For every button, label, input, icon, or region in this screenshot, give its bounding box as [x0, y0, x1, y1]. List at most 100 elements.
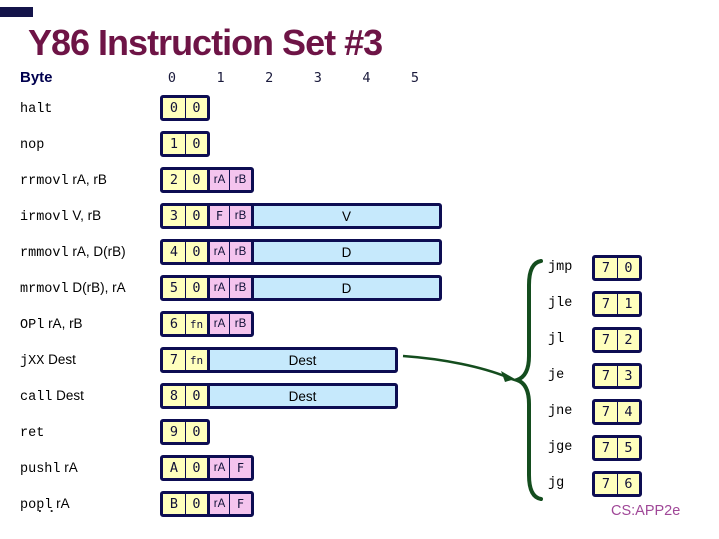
encoding-cell-regf: F — [229, 494, 251, 514]
arrowhead-icon — [501, 371, 515, 382]
encoding-cell-op: 0 — [185, 278, 207, 298]
encoding-cell-imm: Dest — [207, 386, 395, 406]
encoding-cell-op: 7 — [595, 366, 617, 386]
instruction-mnemonic: nop — [20, 138, 45, 153]
encoding-cell-reg: rB — [229, 278, 251, 298]
encoding-cell-reg: rA — [207, 494, 229, 514]
encoding-cell-op: B — [163, 494, 185, 514]
encoding-cell-op: 1 — [617, 294, 639, 314]
instruction-label: mrmovl D(rB), rA — [20, 278, 126, 298]
encoding-cell-reg: rB — [229, 206, 251, 226]
instruction-label: nop — [20, 134, 44, 154]
instruction-mnemonic: popl — [20, 498, 53, 513]
encoding-cell-reg: rB — [229, 242, 251, 262]
instruction-operands: rA, D(rB) — [68, 244, 126, 259]
instruction-operands: Dest — [52, 388, 84, 403]
encoding-cell-op: 0 — [185, 494, 207, 514]
encoding-cell-imm: V — [251, 206, 439, 226]
instruction-mnemonic: halt — [20, 102, 53, 117]
encoding-cell-reg: rA — [207, 314, 229, 334]
jump-label: je — [548, 368, 565, 383]
instruction-mnemonic: rmmovl — [20, 246, 69, 261]
jump-label: jge — [548, 440, 573, 455]
encoding-cell-op: 6 — [617, 474, 639, 494]
jump-group-brace — [510, 259, 543, 501]
instruction-operands: rA, rB — [44, 316, 83, 331]
instruction-label: jXX Dest — [20, 350, 76, 370]
encoding-cell-op: 7 — [595, 330, 617, 350]
encoding-cell-op: 0 — [185, 422, 207, 442]
jump-label: jg — [548, 476, 565, 491]
instruction-label: OPl rA, rB — [20, 314, 83, 334]
instruction-mnemonic: mrmovl — [20, 282, 69, 297]
encoding-cell-op: 1 — [163, 134, 185, 154]
encoding-cell-op: 6 — [163, 314, 185, 334]
encoding-cell-op: 5 — [163, 278, 185, 298]
encoding-cell-imm: Dest — [207, 350, 395, 370]
encoding-cell-op: 0 — [163, 98, 185, 118]
byte-column-number: 0 — [167, 70, 177, 86]
encoding-cell-op: fn — [185, 350, 207, 370]
instruction-label: irmovl V, rB — [20, 206, 101, 226]
encoding-cell-imm: D — [251, 242, 439, 262]
byte-column-number: 4 — [362, 70, 371, 86]
instruction-mnemonic: irmovl — [20, 210, 69, 225]
encoding-cell-op: 0 — [185, 98, 207, 118]
encoding-cell-op: 0 — [617, 258, 639, 278]
encoding-cell-reg: rA — [207, 242, 229, 262]
jump-label: jmp — [548, 260, 573, 275]
encoding-cell-op: 0 — [185, 170, 207, 190]
jump-label: jl — [548, 332, 565, 347]
instruction-mnemonic: rrmovl — [20, 174, 69, 189]
encoding-cell-reg: rA — [207, 278, 229, 298]
encoding-cell-op: 7 — [595, 438, 617, 458]
encoding-cell-reg: rA — [207, 170, 229, 190]
instruction-operands: V, rB — [68, 208, 102, 223]
encoding-cell-op: 3 — [617, 366, 639, 386]
encoding-cell-op: 0 — [185, 206, 207, 226]
instruction-operands: rA — [52, 496, 70, 511]
encoding-cell-regf: F — [207, 206, 229, 226]
instruction-operands: rA, rB — [68, 172, 107, 187]
encoding-cell-op: 5 — [617, 438, 639, 458]
instruction-mnemonic: pushl — [20, 462, 61, 477]
instruction-operands: D(rB), rA — [68, 280, 126, 295]
encoding-cell-reg: rB — [229, 314, 251, 334]
encoding-cell-reg: rB — [229, 170, 251, 190]
encoding-cell-op: fn — [185, 314, 207, 334]
encoding-cell-regf: F — [229, 458, 251, 478]
encoding-cell-op: 0 — [185, 134, 207, 154]
instruction-label: halt — [20, 98, 52, 118]
jump-label: jne — [548, 404, 573, 419]
page-title: Y86 Instruction Set #3 — [28, 22, 383, 63]
top-left-artifact — [0, 7, 33, 17]
encoding-cell-op: 7 — [595, 474, 617, 494]
encoding-cell-op: 9 — [163, 422, 185, 442]
instruction-label: call Dest — [20, 386, 84, 406]
encoding-cell-op: 7 — [595, 402, 617, 422]
encoding-cell-op: 7 — [163, 350, 185, 370]
instruction-operands: Dest — [44, 352, 76, 367]
instruction-mnemonic: ret — [20, 426, 45, 441]
encoding-cell-op: 0 — [185, 242, 207, 262]
instruction-mnemonic: OPl — [20, 318, 45, 333]
instruction-label: rrmovl rA, rB — [20, 170, 107, 190]
byte-column-number: 5 — [410, 70, 420, 86]
encoding-cell-op: 2 — [163, 170, 185, 190]
byte-column-number: 2 — [265, 70, 274, 86]
